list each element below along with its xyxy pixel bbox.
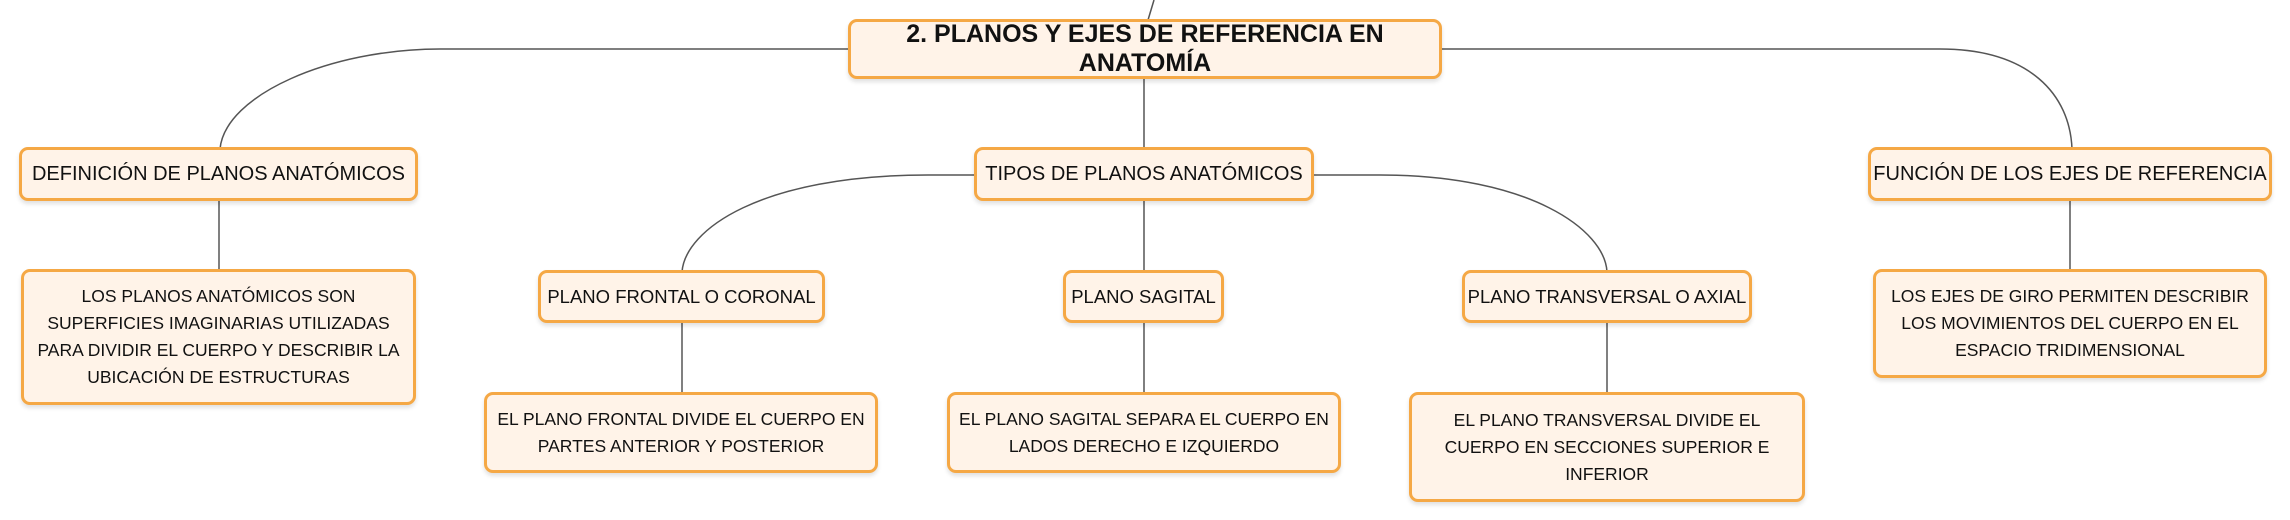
subtopic-plano-frontal-label: PLANO FRONTAL O CORONAL (547, 285, 816, 307)
plano-transversal-description[interactable]: EL PLANO TRANSVERSAL DIVIDE EL CUERPO EN… (1409, 392, 1805, 502)
topic-definicion-planos[interactable]: DEFINICIÓN DE PLANOS ANATÓMICOS (19, 147, 418, 201)
topic-definicion-planos-label: DEFINICIÓN DE PLANOS ANATÓMICOS (31, 162, 406, 185)
connector-types-frontal (681, 174, 977, 273)
topic-tipos-planos[interactable]: TIPOS DE PLANOS ANATÓMICOS (974, 147, 1314, 201)
plano-frontal-description[interactable]: EL PLANO FRONTAL DIVIDE EL CUERPO EN PAR… (484, 392, 878, 473)
subtopic-plano-sagital-label: PLANO SAGITAL (1071, 285, 1216, 307)
axes-description[interactable]: LOS EJES DE GIRO PERMITEN DESCRIBIR LOS … (1873, 269, 2267, 378)
topic-tipos-planos-label: TIPOS DE PLANOS ANATÓMICOS (985, 162, 1303, 185)
plano-frontal-description-text: EL PLANO FRONTAL DIVIDE EL CUERPO EN PAR… (497, 408, 865, 456)
connector-root-axes (1442, 48, 2073, 150)
definicion-planos-description-text: LOS PLANOS ANATÓMICOS SON SUPERFICIES IM… (37, 286, 400, 387)
plano-transversal-description-text: EL PLANO TRANSVERSAL DIVIDE EL CUERPO EN… (1444, 409, 1770, 484)
subtopic-plano-sagital[interactable]: PLANO SAGITAL (1063, 270, 1224, 323)
topic-funcion-ejes-label: FUNCIÓN DE LOS EJES DE REFERENCIA (1873, 162, 2267, 185)
root-topic-label: 2. PLANOS Y EJES DE REFERENCIA EN ANATOM… (906, 20, 1384, 77)
connector-types-transverse (1313, 174, 1608, 273)
root-topic[interactable]: 2. PLANOS Y EJES DE REFERENCIA EN ANATOM… (848, 19, 1442, 79)
axes-description-text: LOS EJES DE GIRO PERMITEN DESCRIBIR LOS … (1891, 286, 2249, 360)
subtopic-plano-transversal-label: PLANO TRANSVERSAL O AXIAL (1467, 285, 1747, 307)
subtopic-plano-frontal[interactable]: PLANO FRONTAL O CORONAL (538, 270, 825, 323)
definicion-planos-description[interactable]: LOS PLANOS ANATÓMICOS SON SUPERFICIES IM… (21, 269, 416, 405)
plano-sagital-description[interactable]: EL PLANO SAGITAL SEPARA EL CUERPO EN LAD… (947, 392, 1341, 473)
connector-root-parent (1147, 0, 1155, 21)
connector-root-definition (219, 48, 852, 150)
topic-funcion-ejes[interactable]: FUNCIÓN DE LOS EJES DE REFERENCIA (1868, 147, 2272, 201)
plano-sagital-description-text: EL PLANO SAGITAL SEPARA EL CUERPO EN LAD… (959, 408, 1329, 456)
subtopic-plano-transversal[interactable]: PLANO TRANSVERSAL O AXIAL (1462, 270, 1752, 323)
